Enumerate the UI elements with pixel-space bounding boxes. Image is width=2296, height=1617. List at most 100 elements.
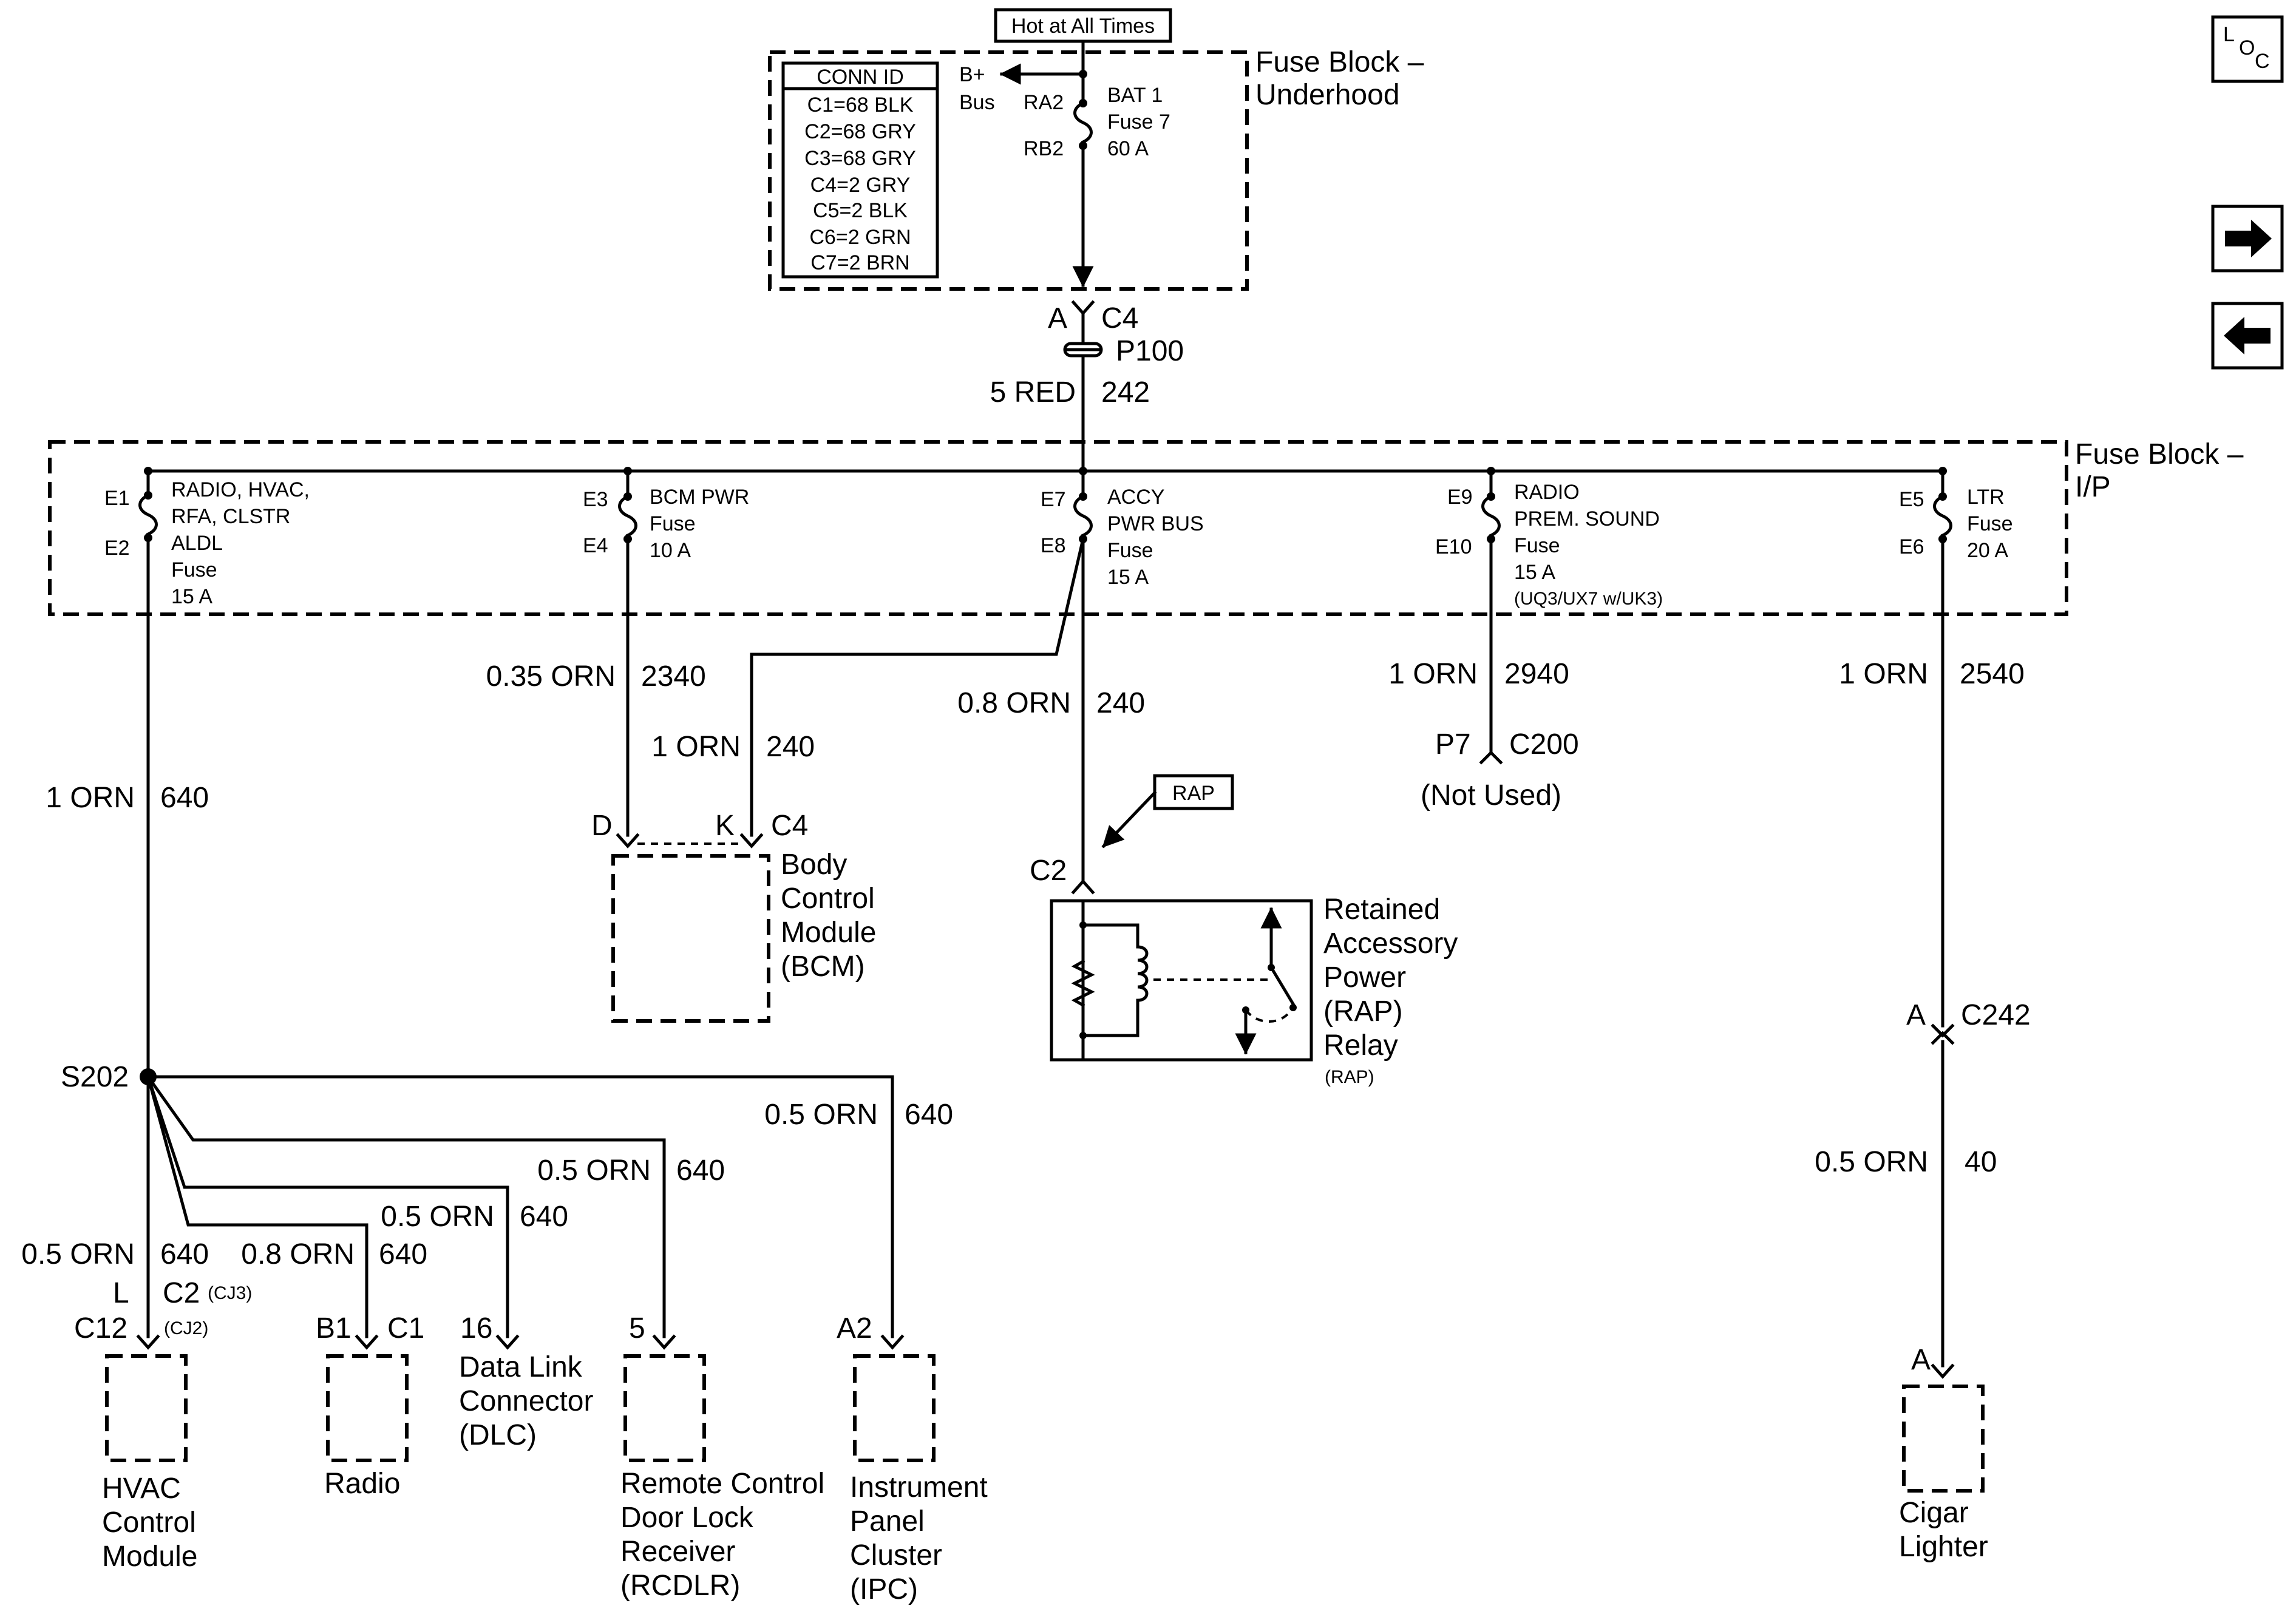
next-page-button[interactable] (2211, 205, 2284, 273)
wire-ipc-size: 0.5 ORN (764, 1099, 878, 1131)
ip-title-1: Fuse Block – (2075, 438, 2244, 470)
hvac-cj2: (CJ2) (164, 1318, 208, 1338)
bat1-fuse-label-3: 60 A (1107, 137, 1149, 160)
fuse-e7-pin: E7 (1041, 488, 1066, 511)
hvac-name: Control (102, 1507, 196, 1539)
rap-name: (RAP) (1325, 1067, 1374, 1087)
cigar-name: Lighter (1899, 1531, 1988, 1563)
fuse-e9-label: PREM. SOUND (1514, 507, 1660, 531)
rcdlr-name: Remote Control (620, 1468, 824, 1500)
feed-circuit-242: A C4 P100 5 RED 242 (990, 300, 1184, 473)
fuse-e5-pin: E5 (1899, 488, 1924, 511)
hvac-conn-c2: C2 (163, 1277, 200, 1309)
branch-dlc: 0.5 ORN 640 16 Data Link Connector (DLC) (146, 1074, 593, 1451)
ipc-name: Instrument (850, 1471, 988, 1503)
ra2-label: RA2 (1024, 91, 1064, 114)
conn-id-row: C1=68 BLK (807, 93, 914, 117)
coil-symbol (1136, 923, 1149, 1037)
rap-conn: C2 (1030, 855, 1067, 887)
fuse-e1-label: 15 A (171, 585, 212, 608)
wire-2340-size: 0.35 ORN (486, 660, 616, 693)
cigar-conn: C242 (1961, 999, 2031, 1031)
fuse-e7-label: Fuse (1107, 539, 1153, 562)
bcm-name: Body (781, 849, 847, 881)
underhood-fuse-block: Fuse Block – Underhood Hot at All Times … (768, 8, 1424, 291)
fuse-e7-label: ACCY (1107, 486, 1164, 509)
wire-2940-size: 1 ORN (1388, 658, 1478, 690)
rcdlr-pin: 5 (629, 1312, 645, 1344)
ipc-component (853, 1354, 936, 1462)
feed-conn: C4 (1101, 302, 1138, 334)
fuse-e3-label: BCM PWR (650, 486, 749, 509)
fuse-e9-label: (UQ3/UX7 w/UK3) (1514, 589, 1663, 609)
bus-label: Bus (959, 91, 995, 114)
ip-title-2: I/P (2075, 471, 2111, 503)
loc-l: L (2223, 23, 2235, 46)
wire-240-bcm-size: 1 ORN (651, 731, 741, 763)
fuse-e1-label: RADIO, HVAC, (171, 478, 310, 501)
arrow-left-icon (2224, 317, 2271, 354)
notused-label: (Not Used) (1421, 779, 1561, 812)
wire-rcdlr-size: 0.5 ORN (537, 1154, 651, 1187)
feed-splice: P100 (1116, 335, 1184, 367)
fuse-e9-label: 15 A (1514, 561, 1555, 584)
wire-hvac-circuit: 640 (160, 1238, 209, 1270)
radio-pin: B1 (316, 1312, 352, 1344)
bcm-name: Module (781, 917, 876, 949)
wire-2540-size: 1 ORN (1839, 658, 1928, 690)
circuit-2940: 1 ORN 2940 P7 C200 (Not Used) (1388, 537, 1579, 812)
fuse-e1-label: RFA, CLSTR (171, 505, 290, 528)
rap-relay: 0.8 ORN 240 C2 RAP Retained Accessory Po… (957, 537, 1458, 1087)
rb2-label: RB2 (1024, 137, 1064, 160)
fuse-e3-pin: E3 (583, 488, 608, 511)
fuse-symbol (1073, 101, 1093, 144)
fuse-e2-pin: E2 (104, 537, 130, 560)
hot-at-all-times-box (994, 8, 1172, 43)
cigar-pin: A (1911, 1344, 1931, 1376)
fuse-e5-label: 20 A (1967, 539, 2008, 562)
hot-at-all-times-label: Hot at All Times (1011, 15, 1155, 38)
loc-c: C (2255, 50, 2270, 73)
ipc-name: (IPC) (850, 1573, 918, 1605)
rap-name: (RAP) (1323, 995, 1403, 1028)
bcm-component (611, 854, 770, 1023)
splice-s202-label: S202 (61, 1061, 129, 1093)
bcm-conn: C4 (771, 810, 808, 842)
dlc-name: Data Link (459, 1351, 583, 1383)
previous-page-button[interactable] (2211, 302, 2284, 370)
cigar-component (1902, 1385, 1985, 1493)
conn-id-row: C5=2 BLK (813, 199, 908, 222)
wire-640-size: 1 ORN (46, 782, 135, 814)
rap-name: Relay (1323, 1029, 1398, 1062)
circuit-2540-cigar: 1 ORN 2540 A C242 0.5 ORN 40 A Cigar Lig… (1815, 537, 2031, 1563)
wire-640-circuit: 640 (160, 782, 209, 814)
arrow-right-icon (2225, 220, 2272, 257)
conn-id-row: C4=2 GRY (810, 174, 911, 197)
conn-id-row: C2=68 GRY (804, 120, 916, 143)
underhood-title-1: Fuse Block – (1255, 46, 1424, 78)
fuse-e9-pin: E9 (1447, 486, 1473, 509)
bat1-fuse-label-1: BAT 1 (1107, 84, 1163, 107)
wire-240-bcm-circuit: 240 (766, 731, 815, 763)
ipc-pin: A2 (837, 1312, 872, 1344)
branch-radio: 0.8 ORN 640 B1 C1 Radio (146, 1074, 427, 1500)
rcdlr-name: (RCDLR) (620, 1570, 740, 1602)
notused-conn: C200 (1509, 728, 1579, 761)
loc-button[interactable]: L O C (2211, 15, 2284, 83)
ipc-name: Panel (850, 1505, 925, 1537)
rap-name: Power (1323, 961, 1406, 994)
fuse-e7-label: 15 A (1107, 566, 1149, 589)
feed-circuit: 242 (1101, 376, 1150, 408)
fuse-e9-label: RADIO (1514, 481, 1580, 504)
conn-id-row: C3=68 GRY (804, 147, 916, 170)
bcm-name: Control (781, 883, 875, 915)
hvac-conn-c12: C12 (74, 1312, 127, 1344)
fuse-e4-pin: E4 (583, 534, 608, 557)
bcm-pin-k: K (715, 810, 735, 842)
wire-ipc-circuit: 640 (905, 1099, 953, 1131)
fuse-e10-pin: E10 (1435, 535, 1472, 558)
wire-240-rap-size: 0.8 ORN (957, 687, 1071, 719)
conn-id-table (781, 61, 939, 279)
conn-id-header: CONN ID (817, 66, 904, 89)
